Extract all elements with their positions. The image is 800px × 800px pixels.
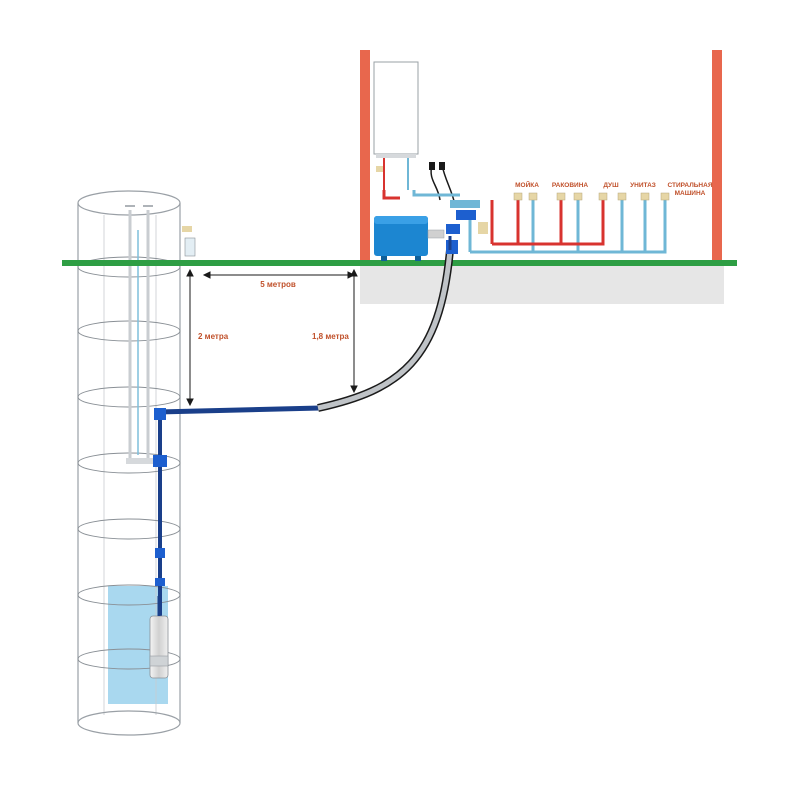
fixture-label-shower: ДУШ (603, 182, 619, 189)
house-foundation (360, 266, 724, 304)
fixture-label-sink: МОЙКА (515, 180, 539, 189)
house-wall-right (712, 50, 722, 263)
fixture-taps (513, 192, 670, 201)
ground-line (62, 260, 737, 266)
flexible-hose (317, 249, 454, 412)
control-manifold (429, 162, 488, 254)
water-heater-icon (373, 61, 419, 190)
dimension-horizontal-label: 5 метров (260, 280, 296, 289)
submersible-pump-icon (149, 596, 169, 679)
fixture-label-washing-machine-line2: МАШИНА (675, 190, 706, 197)
well-bottom-ring (77, 710, 181, 736)
hydroaccumulator-icon (374, 216, 445, 261)
fixture-label-washing-machine-line1: СТИРАЛЬНАЯ (667, 182, 712, 189)
well-head-valve (182, 226, 196, 257)
fixture-label-washbasin: РАКОВИНА (552, 182, 589, 189)
house-wall-left (360, 50, 370, 263)
dimension-house-depth-label: 1,8 метра (312, 332, 349, 341)
distribution-pipes (382, 190, 667, 254)
dimension-well-depth-label: 2 метра (198, 332, 229, 341)
fixture-label-toilet: УНИТАЗ (630, 182, 656, 189)
dimension-lines (186, 268, 358, 407)
pressure-pipe (153, 405, 321, 620)
